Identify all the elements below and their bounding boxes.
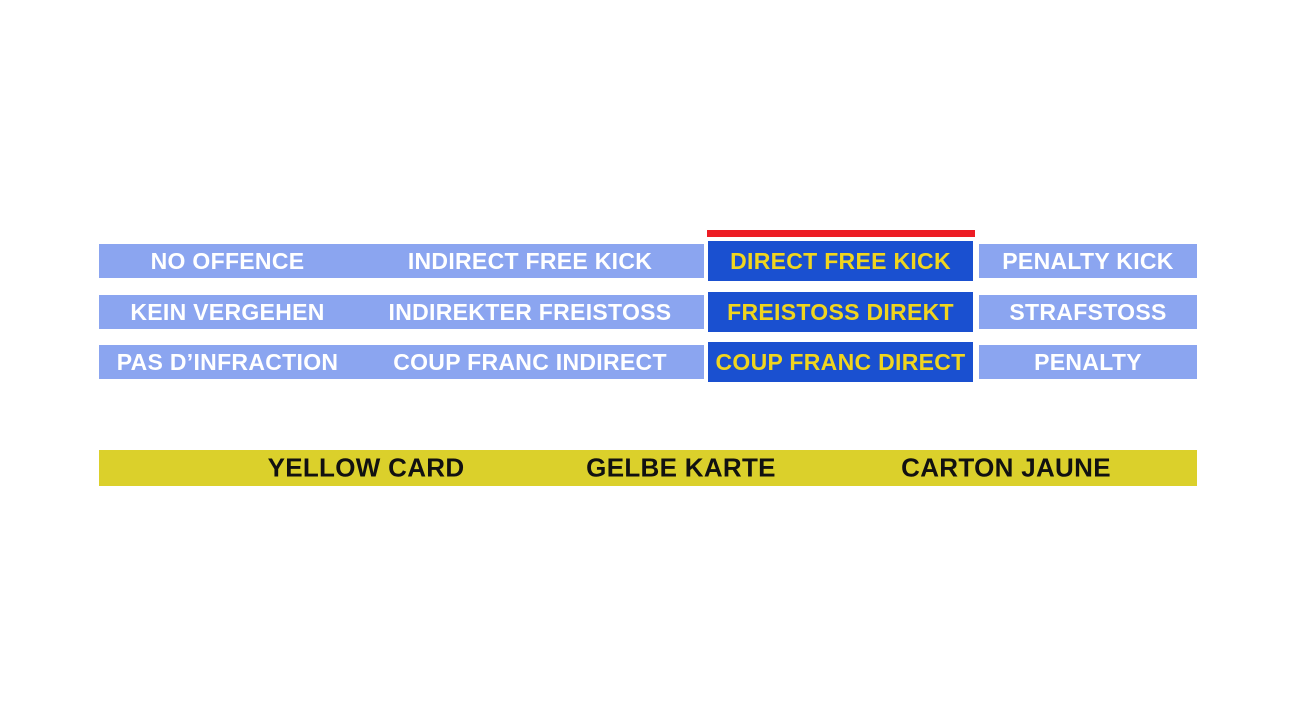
- sanction-banner-yellow-card: YELLOW CARD GELBE KARTE CARTON JAUNE: [99, 450, 1197, 486]
- option-indirect-free-kick[interactable]: INDIRECT FREE KICK: [356, 244, 704, 278]
- option-coup-franc-direct-selected[interactable]: COUP FRANC DIRECT: [708, 342, 973, 382]
- banner-label-english: YELLOW CARD: [267, 452, 465, 483]
- selected-column-indicator-bar: [707, 230, 975, 237]
- answer-row-english: NO OFFENCE INDIRECT FREE KICK DIRECT FRE…: [99, 241, 1197, 281]
- option-coup-franc-indirect[interactable]: COUP FRANC INDIRECT: [356, 345, 704, 379]
- option-no-offence[interactable]: NO OFFENCE: [99, 244, 356, 278]
- option-direct-free-kick-selected[interactable]: DIRECT FREE KICK: [708, 241, 973, 281]
- option-indirekter-freistoss[interactable]: INDIREKTER FREISTOSS: [356, 295, 704, 329]
- option-strafstoss[interactable]: STRAFSTOSS: [979, 295, 1197, 329]
- option-kein-vergehen[interactable]: KEIN VERGEHEN: [99, 295, 356, 329]
- banner-label-french: CARTON JAUNE: [901, 452, 1111, 483]
- option-freistoss-direkt-selected[interactable]: FREISTOSS DIREKT: [708, 292, 973, 332]
- answer-board: NO OFFENCE INDIRECT FREE KICK DIRECT FRE…: [99, 0, 1197, 727]
- option-pas-d-infraction[interactable]: PAS D’INFRACTION: [99, 345, 356, 379]
- option-penalty-kick[interactable]: PENALTY KICK: [979, 244, 1197, 278]
- banner-label-german: GELBE KARTE: [586, 452, 776, 483]
- option-penalty[interactable]: PENALTY: [979, 345, 1197, 379]
- answer-row-german: KEIN VERGEHEN INDIREKTER FREISTOSS FREIS…: [99, 292, 1197, 332]
- answer-row-french: PAS D’INFRACTION COUP FRANC INDIRECT COU…: [99, 342, 1197, 382]
